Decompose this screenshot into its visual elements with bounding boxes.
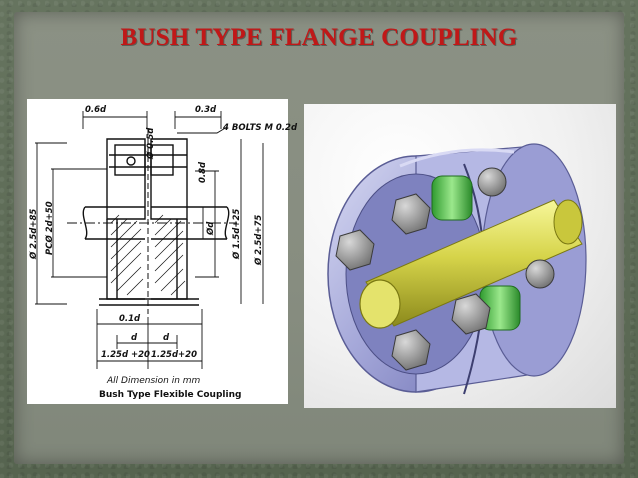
dim-bolt-dia: Ø 0.5d: [145, 127, 156, 160]
dim-hub-dia: Ø 1.5d+25: [231, 209, 242, 260]
dim-d-left: d: [131, 333, 138, 343]
dim-flange-dia: Ø 2.5d+75: [253, 215, 264, 266]
dim-outer-dia: Ø 2.5d+85: [28, 209, 39, 260]
drawing-caption-units: All Dimension in mm: [106, 376, 201, 386]
dim-pcd: PCØ 2d+50: [44, 201, 55, 255]
dim-gap: 0.1d: [119, 314, 141, 324]
dim-d-right: d: [163, 333, 170, 343]
dim-top-right: 0.3d: [195, 105, 217, 115]
dim-bore: Ød: [205, 221, 216, 236]
dim-hub-left: 1.25d +20: [101, 350, 150, 360]
render-svg: [327, 143, 587, 395]
dim-hub-right: 1.25d+20: [151, 350, 197, 360]
dim-bolt-len: 0.8d: [198, 161, 208, 183]
dim-bolts: 4 BOLTS M 0.2d: [222, 123, 298, 133]
dim-top-left: 0.6d: [85, 105, 107, 115]
drawing-caption-title: Bush Type Flexible Coupling: [99, 390, 241, 400]
slide-title: BUSH TYPE FLANGE COUPLING: [120, 24, 518, 51]
technical-drawing: 0.6d 0.3d 4 BOLTS M 0.2d Ø 0.5d 0.8d Ø 2…: [27, 99, 298, 404]
drawing-svg: 0.6d 0.3d 4 BOLTS M 0.2d Ø 0.5d 0.8d Ø 2…: [28, 105, 298, 400]
coupling-3d-render: [304, 104, 616, 408]
